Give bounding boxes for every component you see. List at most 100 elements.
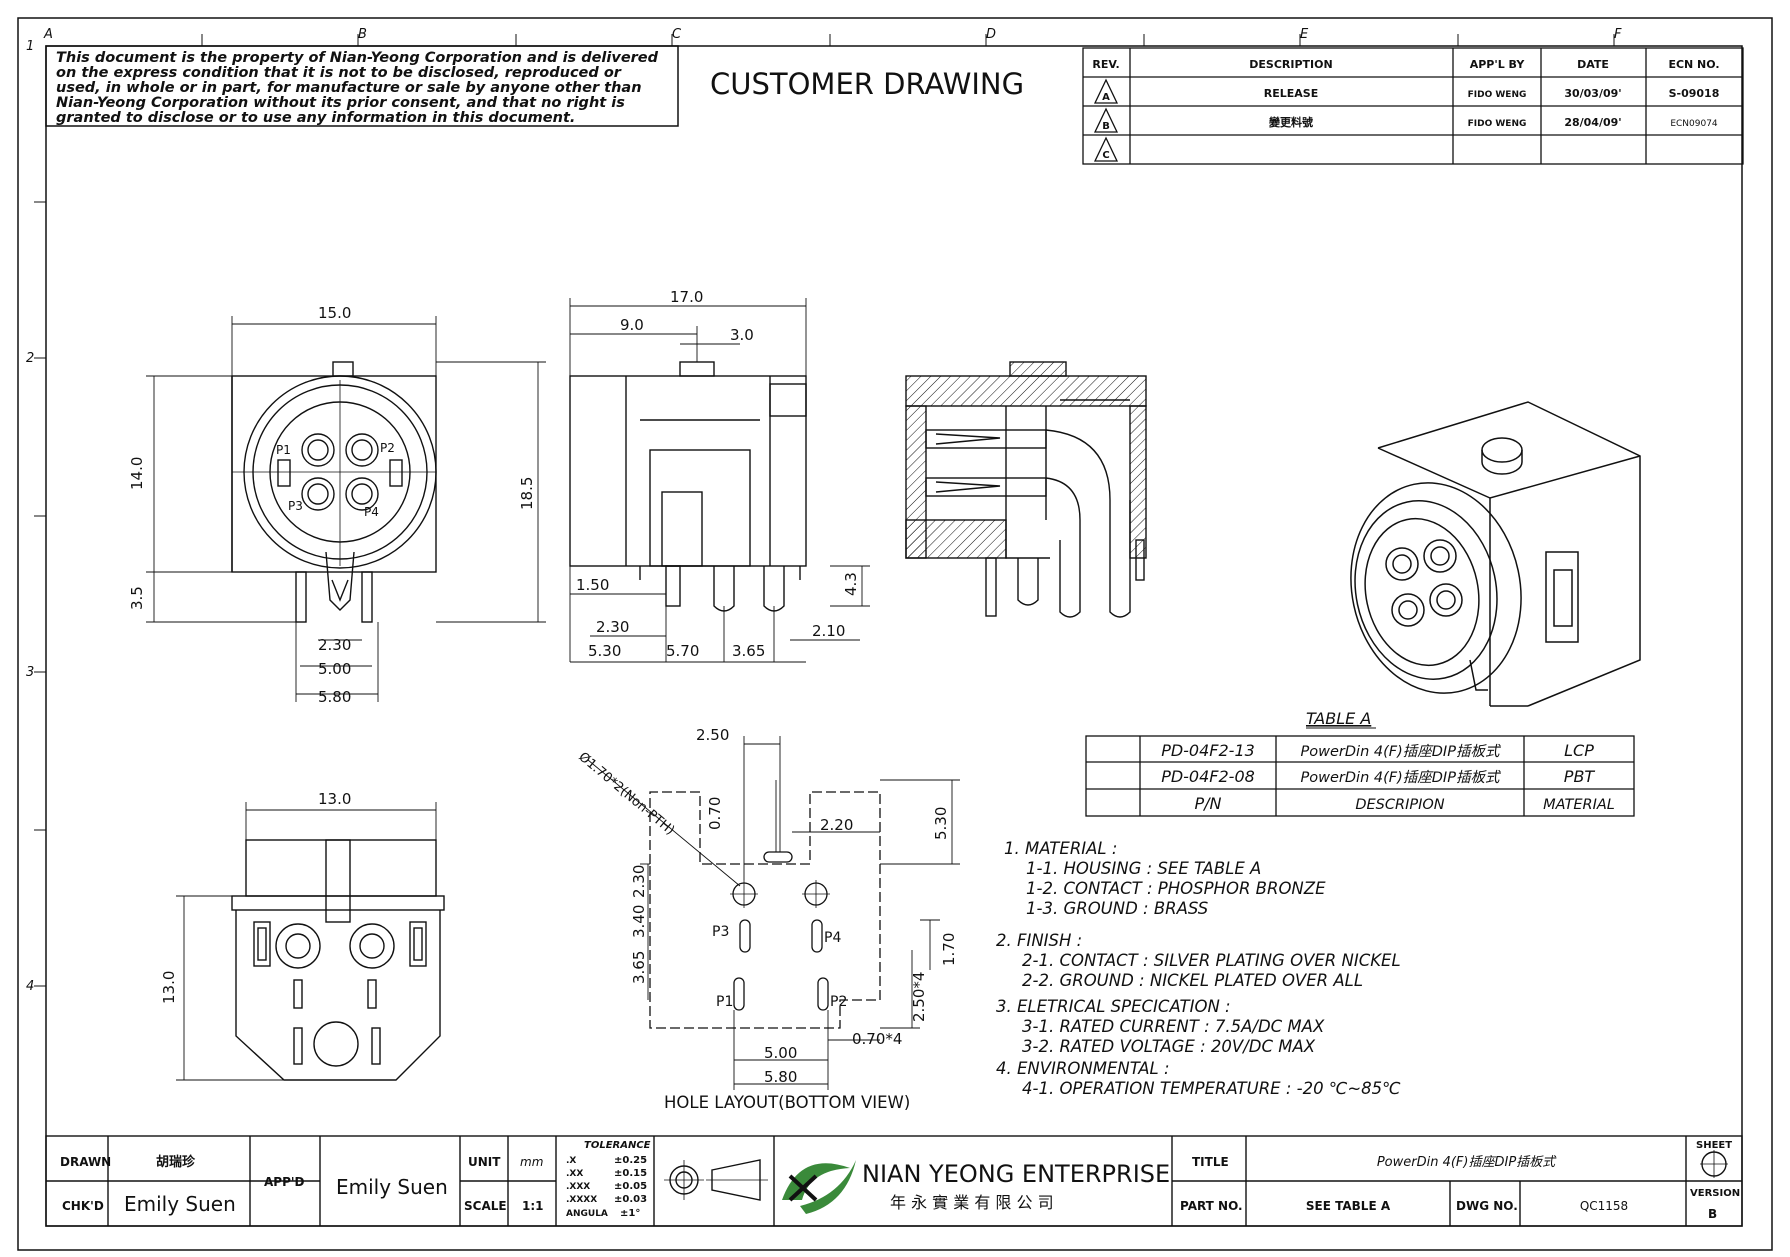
dim-label: 2.20 bbox=[820, 816, 853, 834]
notice-line: granted to disclose or to use any inform… bbox=[56, 110, 575, 126]
pin-label: P4 bbox=[824, 930, 841, 946]
table-a-text: PD-04F2-13 PowerDin 4(F)插座DIP插板式 LCP PD-… bbox=[1161, 741, 1615, 813]
rev-desc: RELEASE bbox=[1264, 87, 1318, 100]
note-line: 3-1. RATED CURRENT : 7.5A/DC MAX bbox=[1022, 1017, 1325, 1036]
note-line: 3. ELETRICAL SPECICATION : bbox=[996, 997, 1231, 1016]
hole-note: Ø1.70*2(Non-PTH) bbox=[575, 750, 677, 839]
dim-label: 5.30 bbox=[588, 642, 621, 660]
dim-label: 2.30 bbox=[630, 865, 648, 898]
rev-ecn: S-09018 bbox=[1669, 87, 1720, 100]
side-view-labels: 17.0 9.0 3.0 1.50 4.3 2.30 5.30 5.70 3.6… bbox=[576, 288, 860, 660]
tolerance-key: ANGULA bbox=[566, 1209, 608, 1219]
zone-row-label: 2 bbox=[26, 351, 34, 366]
title-label: TITLE bbox=[1192, 1155, 1229, 1169]
bottom-view-labels: 13.0 13.0 bbox=[160, 790, 351, 1004]
hole-layout-view bbox=[587, 736, 960, 1090]
zone-column-labels: A B C D E F bbox=[43, 27, 1622, 42]
zone-col-label: A bbox=[43, 27, 53, 42]
side-view bbox=[569, 298, 870, 663]
note-line: 2-2. GROUND : NICKEL PLATED OVER ALL bbox=[1022, 971, 1363, 990]
outer-frame bbox=[17, 17, 1773, 1251]
tolerance-value: ±0.25 bbox=[614, 1155, 647, 1166]
zone-col-label: B bbox=[358, 27, 367, 42]
tolerance-key: .XXXX bbox=[566, 1195, 597, 1205]
dim-label: 3.65 bbox=[630, 951, 648, 984]
dim-label: 0.70 bbox=[706, 797, 724, 830]
tolerance-key: .XX bbox=[566, 1169, 583, 1179]
zone-row-label: 1 bbox=[26, 39, 34, 54]
notice-line: on the express condition that it is not … bbox=[56, 65, 622, 81]
tolerance-title: TOLERANCE bbox=[584, 1140, 651, 1151]
front-view-labels: 15.0 14.0 18.5 3.5 2.30 5.00 5.80 P1 P2 … bbox=[128, 304, 536, 706]
dim-label: 13.0 bbox=[318, 790, 351, 808]
dim-label: 5.80 bbox=[318, 688, 351, 706]
company-name: NIAN YEONG ENTERPRISE bbox=[862, 1160, 1170, 1188]
note-line: 2-1. CONTACT : SILVER PLATING OVER NICKE… bbox=[1022, 951, 1401, 970]
note-line: 1-1. HOUSING : SEE TABLE A bbox=[1026, 859, 1261, 878]
table-a-cell: PowerDin 4(F)插座DIP插板式 bbox=[1301, 743, 1502, 760]
hole-layout-labels: 2.50 0.70 2.20 5.30 2.30 3.40 3.65 1.70 … bbox=[575, 726, 958, 1112]
zone-col-label: E bbox=[1300, 27, 1309, 42]
note-line: 1-2. CONTACT : PHOSPHOR BRONZE bbox=[1026, 879, 1326, 898]
zone-col-label: F bbox=[1614, 27, 1622, 42]
note-line: 4-1. OPERATION TEMPERATURE : -20 ℃~85℃ bbox=[1022, 1079, 1401, 1098]
table-a-cell: PD-04F2-08 bbox=[1161, 767, 1255, 786]
notice-line: This document is the property of Nian-Ye… bbox=[56, 50, 659, 66]
dim-label: 14.0 bbox=[128, 457, 146, 490]
scale-label: SCALE bbox=[464, 1199, 507, 1213]
property-notice: This document is the property of Nian-Ye… bbox=[56, 50, 659, 126]
dim-label: 2.30 bbox=[596, 618, 629, 636]
title-block bbox=[45, 1135, 1743, 1227]
dim-label: 13.0 bbox=[160, 971, 178, 1004]
unit-value: mm bbox=[520, 1155, 543, 1169]
table-a-cell: MATERIAL bbox=[1543, 797, 1615, 813]
dim-label: 3.65 bbox=[732, 642, 765, 660]
rev-header: DESCRIPTION bbox=[1249, 58, 1332, 71]
pin-label: P4 bbox=[364, 505, 379, 519]
drawing-heading: CUSTOMER DRAWING bbox=[710, 67, 1024, 101]
drawn-value: 胡瑞珍 bbox=[156, 1154, 196, 1170]
table-a-cell: PD-04F2-13 bbox=[1161, 741, 1255, 760]
dim-label: 2.10 bbox=[812, 622, 845, 640]
zone-row-labels: 1 2 3 4 bbox=[26, 39, 34, 994]
notice-box bbox=[45, 45, 679, 127]
dim-label: 15.0 bbox=[318, 304, 351, 322]
dim-label: 3.40 bbox=[630, 905, 648, 938]
revision-table-text: REV. DESCRIPTION APP'L BY DATE ECN NO. A… bbox=[1092, 58, 1719, 161]
dim-label: 1.70 bbox=[940, 933, 958, 966]
dim-label: 5.00 bbox=[318, 660, 351, 678]
rev-appl: FIDO WENG bbox=[1468, 119, 1527, 129]
dim-label: 5.30 bbox=[932, 807, 950, 840]
table-a-cell: PBT bbox=[1564, 767, 1596, 786]
bottom-view bbox=[176, 802, 445, 1081]
appd-label: APP'D bbox=[264, 1175, 305, 1189]
spec-notes: 1. MATERIAL : 1-1. HOUSING : SEE TABLE A… bbox=[996, 839, 1401, 1098]
pin-label: P1 bbox=[716, 994, 733, 1010]
part-label: PART NO. bbox=[1180, 1199, 1243, 1213]
dim-label: 18.5 bbox=[518, 477, 536, 510]
table-a-title: TABLE A bbox=[1306, 709, 1371, 728]
pin-label: P2 bbox=[830, 994, 847, 1010]
rev-appl: FIDO WENG bbox=[1468, 90, 1527, 100]
pin-label: P3 bbox=[712, 924, 729, 940]
tolerance-value: ±0.05 bbox=[614, 1181, 647, 1192]
title-value: PowerDin 4(F)插座DIP插板式 bbox=[1377, 1154, 1557, 1170]
title-block-text: DRAWN 胡瑞珍 CHK'D Emily Suen APP'D Emily S… bbox=[60, 1140, 1740, 1221]
table-a-cell: PowerDin 4(F)插座DIP插板式 bbox=[1301, 769, 1502, 786]
pin-label: P3 bbox=[288, 499, 303, 513]
dim-label: 1.50 bbox=[576, 576, 609, 594]
table-a-cell: DESCRIPION bbox=[1355, 797, 1444, 813]
tolerance-key: .X bbox=[566, 1156, 576, 1166]
dim-label: 2.50*4 bbox=[910, 972, 928, 1022]
version-value: B bbox=[1708, 1207, 1717, 1221]
rev-header: ECN NO. bbox=[1668, 58, 1719, 71]
dim-label: 17.0 bbox=[670, 288, 703, 306]
rev-date: 30/03/09' bbox=[1564, 87, 1621, 100]
notice-line: used, in whole or in part, for manufactu… bbox=[56, 80, 642, 96]
cross-section-view bbox=[905, 361, 1147, 618]
chkd-label: CHK'D bbox=[62, 1199, 104, 1213]
dim-label: 9.0 bbox=[620, 316, 644, 334]
revision-table bbox=[1082, 47, 1744, 165]
scale-value: 1:1 bbox=[522, 1199, 544, 1213]
rev-header: DATE bbox=[1577, 58, 1609, 71]
